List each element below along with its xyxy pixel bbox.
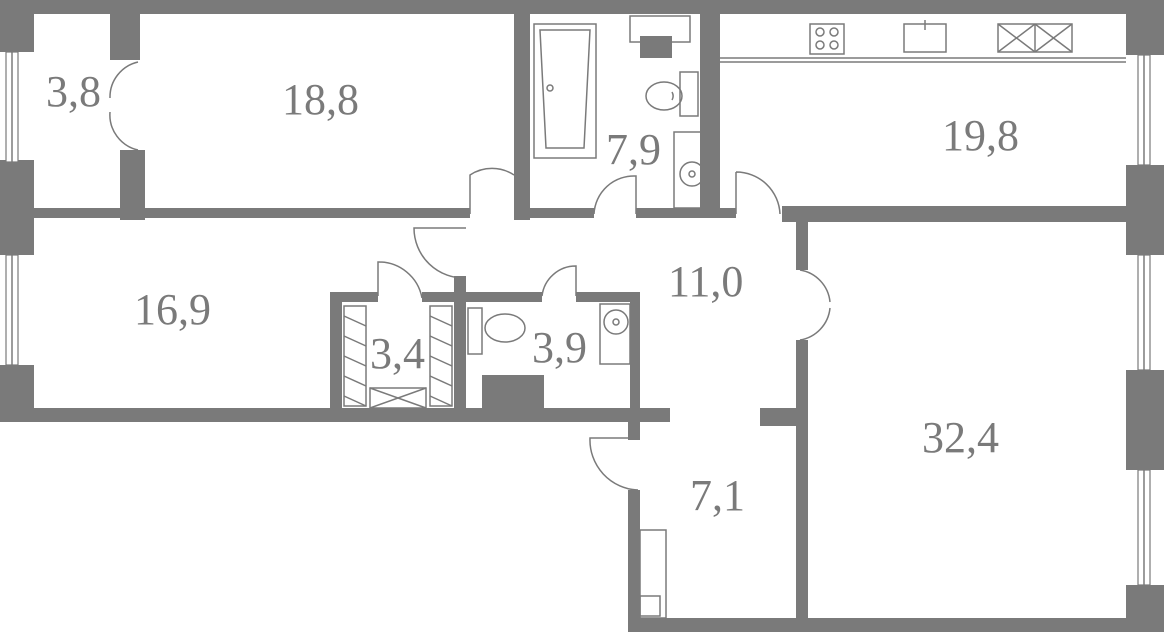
- area-wc: 3,9: [532, 323, 587, 372]
- door-wardrobe: [377, 261, 423, 299]
- door-bathroom: [593, 175, 637, 215]
- doors: [109, 61, 831, 491]
- toilet-icon: [645, 71, 699, 117]
- area-living: 32,4: [922, 413, 999, 462]
- window-right-kitchen: [1137, 54, 1151, 166]
- shelf-left-icon: [343, 305, 367, 407]
- area-hall: 11,0: [668, 257, 743, 306]
- area-entrance: 7,1: [690, 471, 745, 520]
- wardrobe-fixtures: [343, 305, 453, 409]
- window-right-living-bottom: [1137, 469, 1151, 586]
- door-entrance: [589, 437, 639, 491]
- door-bedroom-top: [469, 167, 515, 214]
- door-wc: [541, 265, 577, 297]
- area-wardrobe: 3,4: [370, 329, 425, 378]
- entrance-fixtures: [639, 529, 667, 619]
- area-bedroom-top: 18,8: [282, 75, 359, 124]
- bathroom-fixtures: [533, 15, 705, 209]
- wc-toilet-icon: [467, 307, 526, 355]
- windows: [5, 51, 1151, 586]
- sink-icon: [673, 131, 705, 209]
- area-kitchen: 19,8: [942, 111, 1019, 160]
- door-storage-double: [109, 61, 139, 151]
- area-storage-top: 3,8: [46, 67, 101, 116]
- door-bedroom-left: [413, 227, 467, 279]
- wc-fixtures: [467, 303, 631, 365]
- washer-icon: [629, 15, 691, 43]
- stove-icon: [809, 23, 845, 55]
- door-living-double: [799, 269, 831, 341]
- wc-sink-icon: [599, 303, 631, 365]
- kitchen-sink-icon: [903, 20, 947, 53]
- area-bathroom: 7,9: [606, 125, 661, 174]
- window-left-top: [5, 51, 19, 163]
- kitchen-fixtures: [720, 20, 1126, 63]
- area-labels: 3,8 18,8 7,9 19,8 16,9 3,4 3,9 11,0 32,4…: [46, 67, 1019, 520]
- window-left-mid: [5, 254, 19, 366]
- area-bedroom-left: 16,9: [134, 285, 211, 334]
- wardrobe-box-icon: [369, 387, 427, 409]
- bathtub-icon: [533, 23, 597, 159]
- window-right-living-top: [1137, 254, 1151, 371]
- cabinet-icon: [997, 23, 1073, 53]
- door-kitchen: [735, 171, 781, 215]
- shelf-right-icon: [429, 305, 453, 407]
